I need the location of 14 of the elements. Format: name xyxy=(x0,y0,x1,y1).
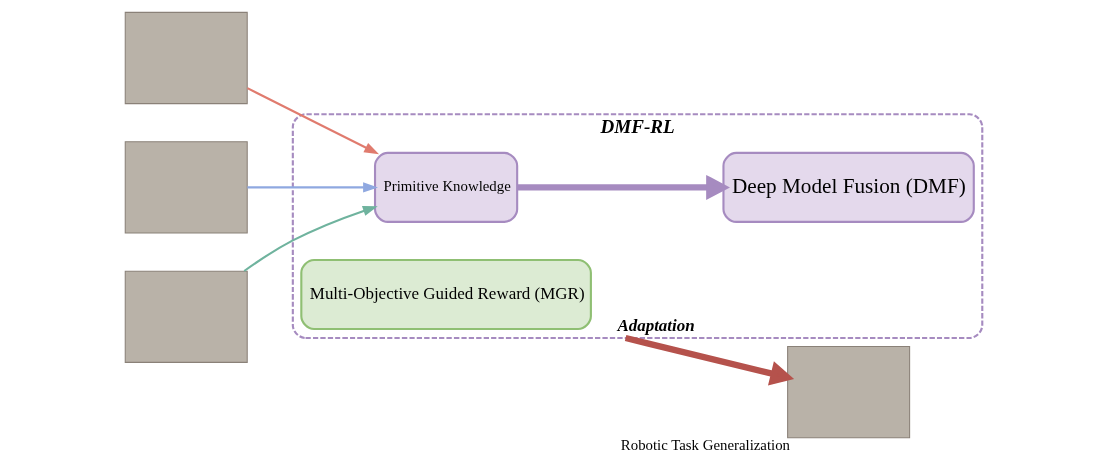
node-box xyxy=(124,11,248,105)
arrow xyxy=(247,182,378,193)
arrow xyxy=(243,205,378,272)
node-box xyxy=(124,141,248,234)
node-box xyxy=(124,270,248,363)
arrow xyxy=(624,334,795,386)
arrow xyxy=(246,87,380,155)
arrow xyxy=(517,174,730,200)
node-label: Robotic Task Generalization xyxy=(620,436,791,453)
node-box xyxy=(787,345,911,439)
node-box: Multi-Objective Guided Reward (MGR) xyxy=(300,259,592,331)
node-box: Primitive Knowledge xyxy=(373,151,519,223)
node-box: Deep Model Fusion (DMF) xyxy=(722,151,975,223)
edge-label: Adaptation xyxy=(617,316,695,336)
